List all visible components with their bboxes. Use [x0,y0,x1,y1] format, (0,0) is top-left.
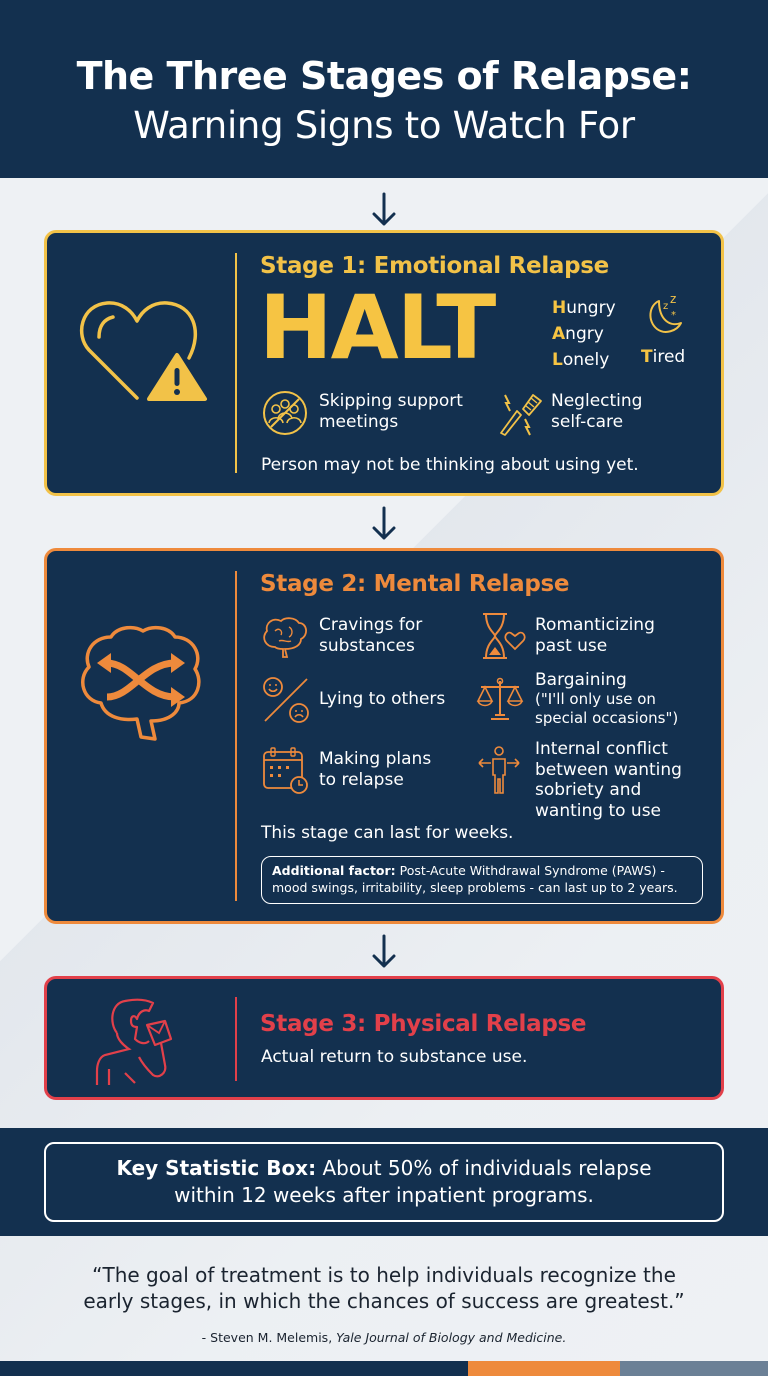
down-arrow-icon [372,192,396,226]
halt-lonely: Lonely [552,350,610,370]
key-statistic-box: Key Statistic Box: About 50% of individu… [44,1142,724,1222]
svg-text:z: z [663,301,668,312]
halt-list: Hungry Angry Lonely [552,295,616,373]
heart-warning-icon [79,301,207,401]
stage2-title: Stage 2: Mental Relapse [260,571,570,597]
halt-tired: Tired [641,347,686,367]
brain-icon [263,617,307,658]
stage2-note: This stage can last for weeks. [261,823,514,843]
halt-angry: Angry [552,324,604,344]
svg-text:*: * [671,310,676,321]
sign-internal-conflict: Internal conflict between wanting sobrie… [535,739,682,821]
brain-shuffle-icon [81,625,201,741]
stage1-note: Person may not be thinking about using y… [261,455,639,475]
svg-text:z: z [670,293,676,306]
sign-bargaining: Bargaining ("I'll only use on special oc… [535,670,679,728]
footer-segment-orange [468,1361,620,1376]
page-subtitle: Warning Signs to Watch For [133,104,635,147]
halt-hungry: Hungry [552,298,616,318]
stage3-card: Stage 3: Physical Relapse Actual return … [44,976,724,1100]
footer-color-bar [0,1361,768,1376]
footer-segment-navy [0,1361,468,1376]
person-crossroads-icon [478,746,520,794]
statistic-band: Key Statistic Box: About 50% of individu… [0,1128,768,1236]
down-arrow-icon [372,934,396,968]
person-drinking-icon [95,998,173,1085]
stage3-title: Stage 3: Physical Relapse [260,1011,587,1037]
moon-sleep-icon: z z * [649,293,682,333]
happy-sad-faces-icon [263,677,309,723]
quote-citation: - Steven M. Melemis, Yale Journal of Bio… [201,1330,567,1345]
stage1-divider [235,253,237,473]
no-group-icon [263,391,307,435]
paws-info-box: Additional factor: Post-Acute Withdrawal… [261,856,703,904]
hourglass-heart-icon [483,613,526,659]
footer-segment-slate [620,1361,768,1376]
halt-acronym: HALT [259,276,496,379]
sign-lying: Lying to others [319,689,446,709]
stage3-note: Actual return to substance use. [261,1047,528,1067]
broken-toothbrush-icon [500,394,542,436]
header-banner: The Three Stages of Relapse: Warning Sig… [0,0,768,178]
stage1-title: Stage 1: Emotional Relapse [260,253,609,279]
down-arrow-icon [372,506,396,540]
quote-text: “The goal of treatment is to help indivi… [83,1263,685,1313]
calendar-clock-icon [263,747,308,794]
scales-icon [476,677,524,720]
stage1-card: Stage 1: Emotional Relapse HALT Hungry A… [44,230,724,496]
stage2-divider [235,571,237,901]
stage3-divider [235,997,237,1081]
page-title: The Three Stages of Relapse: [76,54,692,98]
